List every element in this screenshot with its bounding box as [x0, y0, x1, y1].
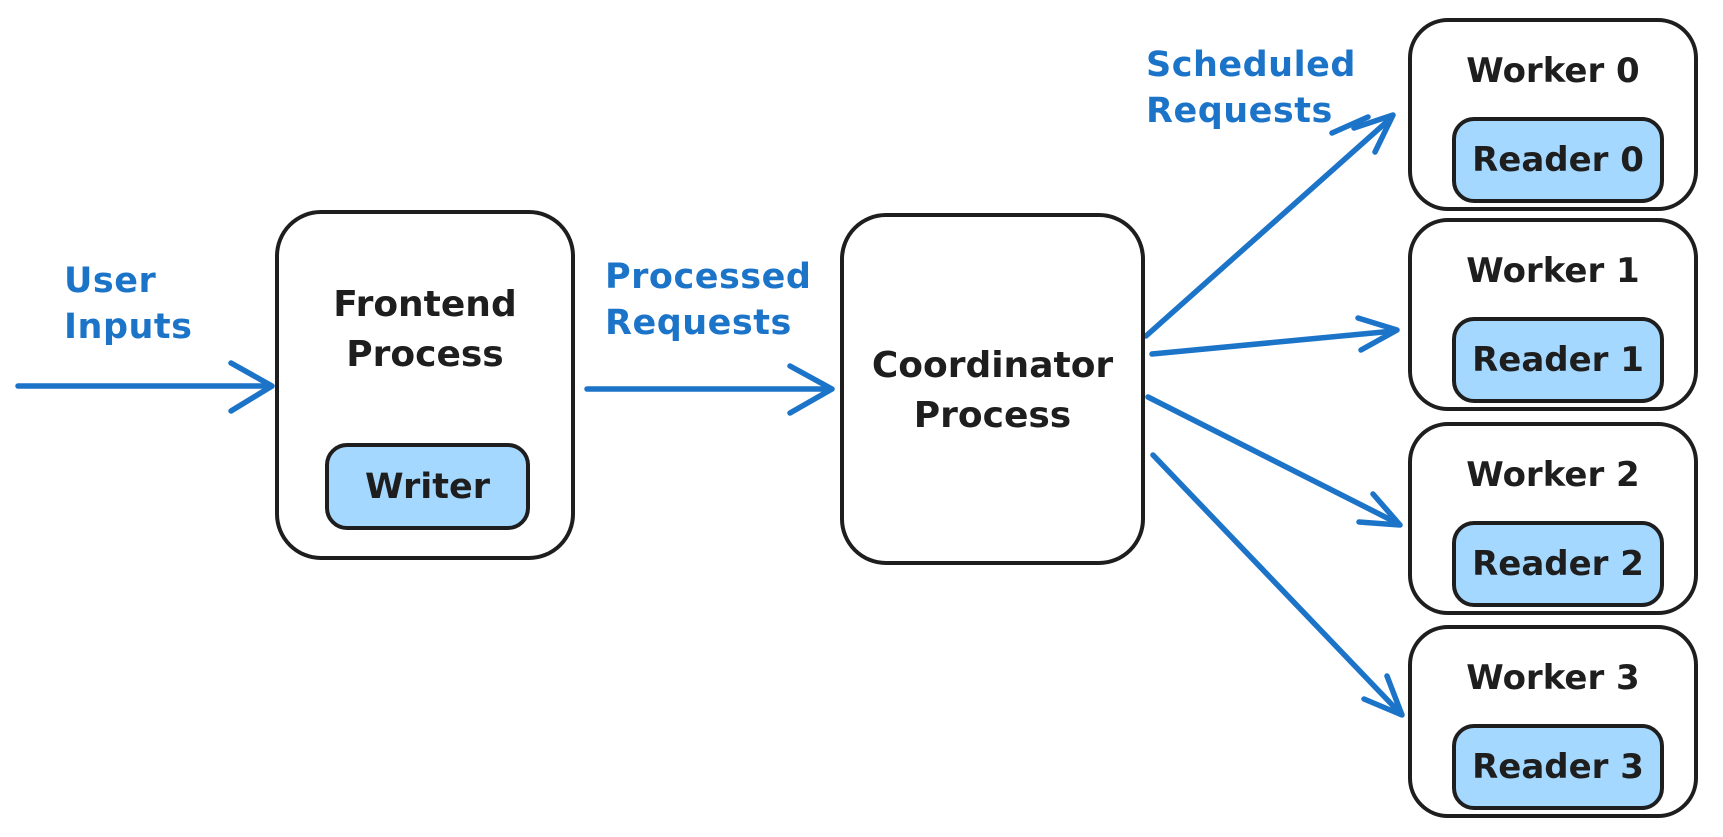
- frontend-process-node: Frontend Process Writer: [275, 210, 575, 560]
- edge-coordinator-to-worker1-arrow: [1149, 315, 1400, 357]
- coordinator-process-label: Coordinator Process: [871, 345, 1114, 436]
- worker-1-label: Worker 1: [1466, 251, 1640, 291]
- worker-0-label: Worker 0: [1466, 51, 1640, 91]
- coordinator-process-node: Coordinator Process: [840, 213, 1145, 565]
- worker-3-node: Worker 3 Reader 3: [1408, 625, 1698, 818]
- reader-2-node: Reader 2: [1452, 521, 1664, 607]
- reader-1-node: Reader 1: [1452, 317, 1664, 403]
- reader-0-node: Reader 0: [1452, 117, 1664, 203]
- scheduled-requests-label: Scheduled Requests: [1146, 45, 1356, 131]
- worker-2-node: Worker 2 Reader 2: [1408, 422, 1698, 615]
- worker-2-label: Worker 2: [1466, 455, 1640, 495]
- edge-user-to-frontend-arrow: [15, 360, 275, 414]
- edge-frontend-to-coordinator-arrow: [584, 363, 835, 416]
- edge-coordinator-to-worker2-arrow: [1145, 394, 1403, 528]
- scheduled-requests-label-tail: [1329, 114, 1371, 136]
- worker-1-node: Worker 1 Reader 1: [1408, 218, 1698, 411]
- edge-coordinator-to-worker3-arrow: [1150, 452, 1405, 718]
- reader-3-node: Reader 3: [1452, 724, 1664, 810]
- edge-coordinator-to-worker0-arrow: [1143, 112, 1396, 339]
- frontend-process-label: Frontend Process: [333, 284, 517, 375]
- writer-node: Writer: [325, 443, 530, 530]
- processed-requests-label: Processed Requests: [605, 257, 812, 343]
- user-inputs-label: User Inputs: [64, 261, 193, 347]
- worker-3-label: Worker 3: [1466, 658, 1640, 698]
- worker-0-node: Worker 0 Reader 0: [1408, 18, 1698, 211]
